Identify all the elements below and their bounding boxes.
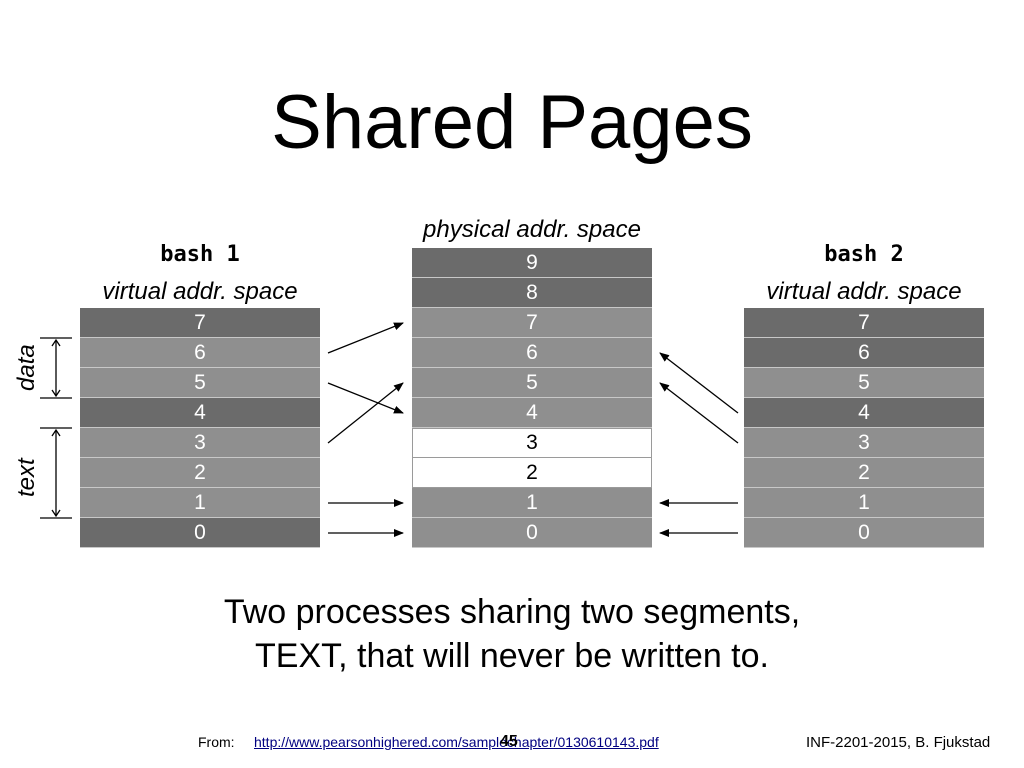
caption-line-1: Two processes sharing two segments,: [223, 593, 801, 631]
bash1-virtual-page-5: 5: [80, 368, 320, 398]
physical-page-0: 0: [412, 518, 652, 548]
bash1-virtual-page-1: 1: [80, 488, 320, 518]
bash2-virtual-page-6: 6: [744, 338, 984, 368]
arrow-bash2-3-to-physical-5: [659, 382, 739, 444]
text-segment-brace: [40, 427, 72, 519]
caption-line-2: TEXT, that will never be written to.: [255, 637, 769, 675]
physical-page-1: 1: [412, 488, 652, 518]
bash2-virtual-page-0: 0: [744, 518, 984, 548]
data-segment-brace: [40, 337, 72, 399]
bash1-virtual-page-4: 4: [80, 398, 320, 428]
bash2-virtual-page-4: 4: [744, 398, 984, 428]
bash1-virtual-page-3: 3: [80, 428, 320, 458]
virtual-space-label-left: virtual addr. space: [102, 278, 298, 305]
bash1-virtual-page-2: 2: [80, 458, 320, 488]
bash1-virtual-page-0: 0: [80, 518, 320, 548]
physical-page-5: 5: [412, 368, 652, 398]
arrow-bash1-5-to-physical-4: [327, 382, 404, 414]
bash1-virtual-page-6: 6: [80, 338, 320, 368]
bash2-virtual-page-2: 2: [744, 458, 984, 488]
bash1-virtual-page-7: 7: [80, 308, 320, 338]
bash2-virtual-page-7: 7: [744, 308, 984, 338]
page-number: 45: [500, 733, 518, 750]
virtual-space-label-right: virtual addr. space: [766, 278, 962, 305]
process-name-bash2: bash 2: [824, 242, 904, 267]
physical-page-8: 8: [412, 278, 652, 308]
physical-space-label: physical addr. space: [423, 216, 641, 243]
physical-page-2: 2: [412, 458, 652, 488]
slide-title: Shared Pages: [271, 80, 753, 165]
arrow-bash2-4-to-physical-6: [659, 352, 739, 414]
bash2-virtual-page-3: 3: [744, 428, 984, 458]
arrow-bash1-3-to-physical-5: [327, 382, 404, 444]
arrow-bash1-6-to-physical-7: [327, 322, 404, 354]
physical-page-4: 4: [412, 398, 652, 428]
caption: Two processes sharing two segments, TEXT…: [0, 590, 1024, 678]
source-link[interactable]: http://www.pearsonhighered.com/samplecha…: [254, 734, 659, 750]
physical-page-9: 9: [412, 248, 652, 278]
bash2-virtual-page-5: 5: [744, 368, 984, 398]
physical-page-3: 3: [412, 428, 652, 458]
footer-from-label: From:: [198, 734, 235, 750]
footer-credit: INF-2201-2015, B. Fjukstad: [806, 734, 991, 751]
physical-page-6: 6: [412, 338, 652, 368]
physical-page-7: 7: [412, 308, 652, 338]
process-name-bash1: bash 1: [160, 242, 240, 267]
bash2-virtual-page-1: 1: [744, 488, 984, 518]
